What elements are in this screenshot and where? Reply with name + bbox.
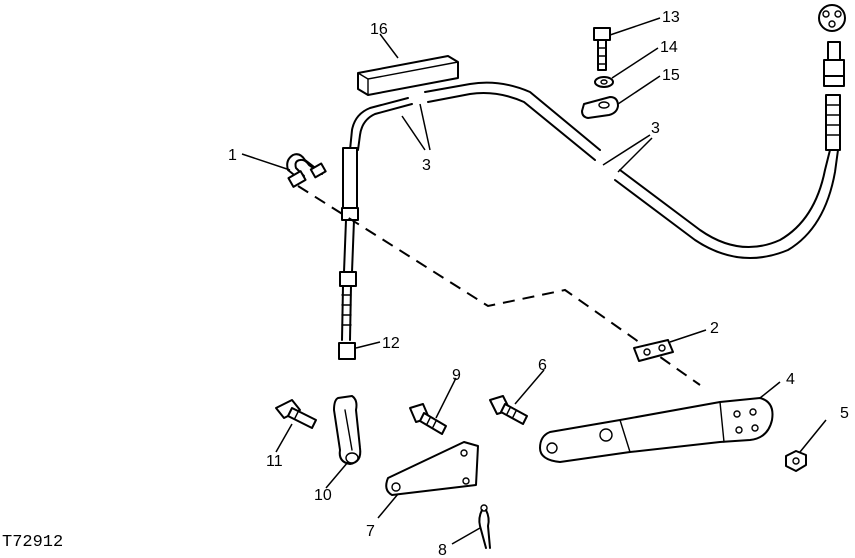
callout-5: 5 bbox=[840, 405, 849, 422]
callout-15: 15 bbox=[662, 67, 680, 84]
callout-4: 4 bbox=[786, 371, 795, 388]
callout-11: 11 bbox=[266, 453, 283, 470]
plate-part-7 bbox=[385, 441, 479, 496]
callout-1: 1 bbox=[228, 147, 237, 164]
leader-lines bbox=[241, 17, 827, 545]
callout-13: 13 bbox=[662, 9, 680, 26]
cap-screw-part-13 bbox=[593, 27, 611, 71]
callout-10: 10 bbox=[314, 487, 332, 504]
clamp-part-15 bbox=[581, 96, 619, 119]
callout-7: 7 bbox=[366, 523, 375, 540]
cotter-pin-part-8 bbox=[478, 504, 491, 549]
control-cable bbox=[338, 4, 846, 360]
callout-3a: 3 bbox=[422, 157, 431, 174]
figure-id: T72912 bbox=[2, 533, 63, 552]
callout-6: 6 bbox=[538, 357, 547, 374]
callout-2: 2 bbox=[710, 320, 719, 337]
lever-arm-part-4 bbox=[539, 397, 774, 463]
callout-9: 9 bbox=[452, 367, 461, 384]
assembly-path bbox=[297, 185, 701, 386]
callout-8: 8 bbox=[438, 542, 447, 558]
connector-part-2 bbox=[633, 339, 674, 362]
callout-3b: 3 bbox=[651, 120, 660, 137]
washer-part-14 bbox=[594, 76, 614, 88]
cap-screw-part-6 bbox=[489, 395, 528, 425]
u-bolt-part-1 bbox=[286, 153, 327, 188]
nut-part-5 bbox=[785, 450, 807, 472]
callout-16: 16 bbox=[370, 21, 388, 38]
callout-14: 14 bbox=[660, 39, 678, 56]
callout-labels: 1 2 3 3 4 5 6 7 8 9 10 11 12 13 14 15 16 bbox=[228, 9, 849, 558]
callout-12: 12 bbox=[382, 335, 400, 352]
bracket-part-16 bbox=[357, 55, 459, 96]
cap-screw-part-11 bbox=[275, 399, 317, 429]
cap-screw-part-9 bbox=[409, 403, 447, 435]
clevis-part-10 bbox=[333, 395, 362, 465]
